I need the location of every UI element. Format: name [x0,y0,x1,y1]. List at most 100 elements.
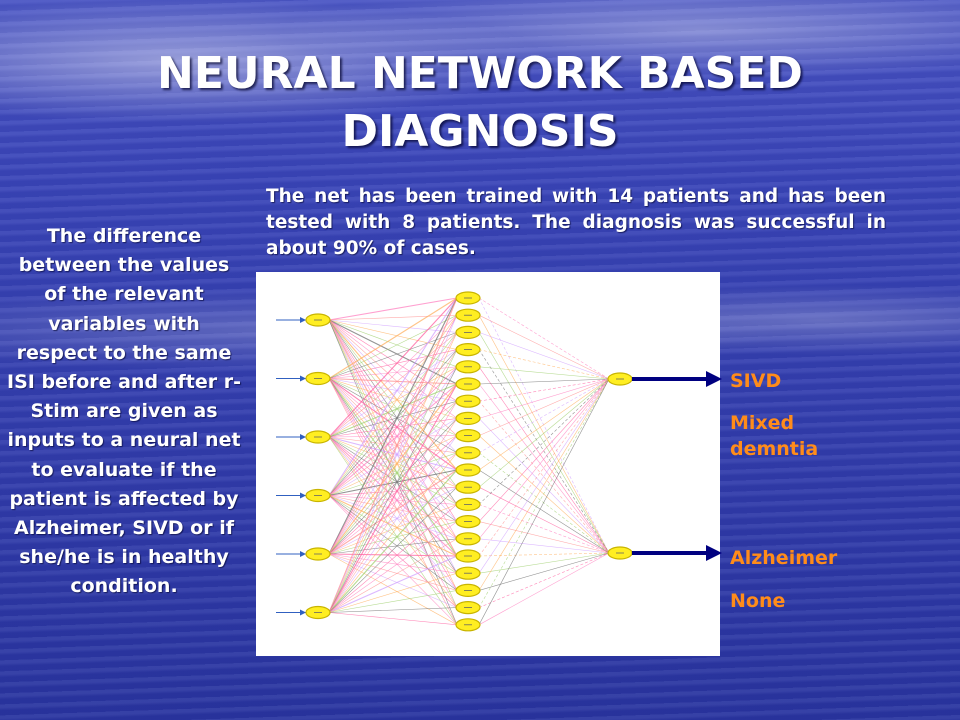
edge-input-hidden [328,319,458,436]
edge-input-hidden [328,319,458,350]
edge-hidden-output [478,349,610,554]
edge-input-hidden [328,495,458,522]
input-arrowhead [300,609,306,616]
edge-hidden-output [478,378,610,539]
edge-input-hidden [328,378,458,436]
edge-input-hidden [328,495,458,557]
output-2-label-none: None [730,590,786,612]
edge-input-hidden [328,297,458,613]
edge-input-hidden [328,383,458,613]
edge-input-hidden [328,378,458,454]
edge-input-hidden [328,366,458,496]
edge-hidden-output [478,378,610,608]
edge-input-hidden [328,435,458,496]
edge-input-hidden [328,538,458,555]
output-2-label-alzheimer: Alzheimer [730,547,838,569]
edge-input-hidden [328,469,458,613]
edge-input-hidden [328,319,458,574]
input-arrowhead [300,375,306,382]
edge-input-hidden [328,504,458,613]
edge-input-hidden [328,418,458,613]
edge-input-hidden [328,436,458,557]
edge-hidden-output [478,552,610,574]
edge-hidden-output [478,378,610,385]
edge-hidden-output [478,378,610,505]
input-arrowhead [300,434,306,440]
edge-input-hidden [328,319,458,505]
edge-input-hidden [328,297,458,379]
output-arrowhead [706,545,722,561]
edge-input-hidden [328,435,458,555]
edge-input-hidden [328,555,458,614]
edge-hidden-output [478,315,610,554]
edge-input-hidden [328,319,458,402]
edge-input-hidden [328,436,458,540]
method-description: The difference between the values of the… [7,225,241,598]
edge-input-hidden [328,436,458,488]
input-arrowhead [300,492,306,499]
edge-input-hidden [328,383,458,555]
edge-input-hidden [328,486,458,555]
edge-hidden-output [478,378,610,557]
edge-hidden-output [478,378,610,522]
edge-input-hidden [328,504,458,555]
edge-hidden-output [478,552,610,608]
edge-input-hidden [328,436,458,471]
edge-input-hidden [328,297,458,496]
edge-hidden-output [478,401,610,554]
edge-input-hidden [328,521,458,555]
edge-hidden-output [478,378,610,574]
edge-hidden-output [478,552,610,626]
edge-input-hidden [328,452,458,555]
edge-input-hidden [328,486,458,496]
output-1-label-mixed-dementia: Mixed demntia [730,412,819,460]
edge-input-hidden [328,436,458,522]
edge-input-hidden [328,486,458,613]
edge-input-hidden [328,297,458,438]
edge-input-hidden [328,314,458,379]
edge-hidden-output [478,297,610,554]
edge-hidden-output [478,366,610,554]
edge-input-hidden [328,314,458,321]
edge-input-hidden [328,315,458,613]
edge-input-hidden [328,319,458,539]
edge-input-hidden [328,521,458,613]
edge-input-hidden [328,319,458,522]
edge-input-hidden [328,553,458,574]
edge-input-hidden [328,378,458,557]
edge-input-hidden [328,332,458,555]
input-arrowhead [300,551,306,557]
edge-input-hidden [328,366,458,613]
edge-input-hidden [328,332,458,613]
edge-input-hidden [328,401,458,613]
edge-input-hidden [328,495,458,540]
edge-input-hidden [328,452,458,613]
edge-input-hidden [328,452,458,496]
edge-input-hidden [328,538,458,613]
edge-hidden-output [478,378,610,471]
edge-input-hidden [328,349,458,613]
edge-input-hidden [328,319,458,557]
edge-hidden-output [478,332,610,554]
edge-input-hidden [328,297,458,321]
edge-input-hidden [328,383,458,496]
edge-hidden-output [478,378,610,436]
edge-hidden-output [478,378,610,402]
edge-input-hidden [328,607,458,613]
edge-hidden-output [478,349,610,380]
edge-input-hidden [328,349,458,496]
results-summary: The net has been trained with 14 patient… [266,186,886,259]
edge-input-hidden [328,378,458,574]
edge-input-hidden [328,314,458,438]
slide-title: NEURAL NETWORK BASED DIAGNOSIS [157,48,803,157]
edge-input-hidden [328,435,458,438]
edge-input-hidden [328,319,458,454]
network-graph [276,291,633,632]
edge-hidden-output [478,378,610,419]
input-arrowhead [300,317,306,323]
edge-hidden-output [478,418,610,554]
edge-input-hidden [328,418,458,555]
edge-input-hidden [328,612,458,626]
edge-input-hidden [328,378,458,471]
